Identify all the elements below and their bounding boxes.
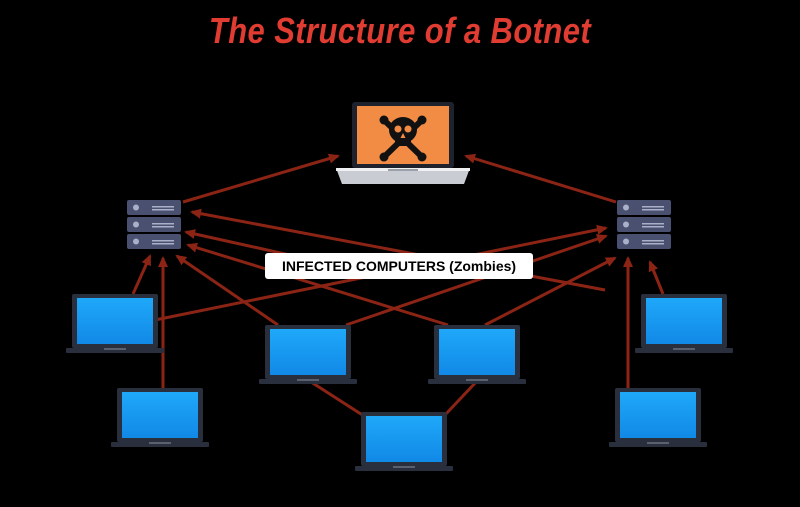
arrow-zombie-7-to-right [648,260,665,295]
zombies-label: INFECTED COMPUTERS (Zombies) [265,253,533,279]
arrow-server-right-to-attacker [464,153,617,204]
skull-crossbones-icon [379,115,427,162]
zombie-1 [66,294,164,353]
arrow-zombie-3-to-left [175,254,279,327]
zombie-6 [609,388,707,447]
command-server-right [617,200,671,249]
arrow-zombie-7-to-left [190,208,606,292]
zombie-5 [355,412,453,471]
zombie-4 [428,325,526,384]
arrow-zombie-4-to-right [484,256,617,327]
zombie-7 [635,294,733,353]
arrow-zombie-1-to-left [131,254,152,295]
arrow-zombie-3-to-right [345,234,608,327]
attacker-laptop [336,102,470,184]
page-title: The Structure of a Botnet [208,10,592,51]
zombie-links [307,378,480,418]
zombie-2 [111,388,209,447]
zombie-3 [259,325,357,384]
command-server-left [127,200,181,249]
arrow-server-left-to-attacker [182,153,340,204]
arrow-zombie-4-to-left [186,242,449,327]
